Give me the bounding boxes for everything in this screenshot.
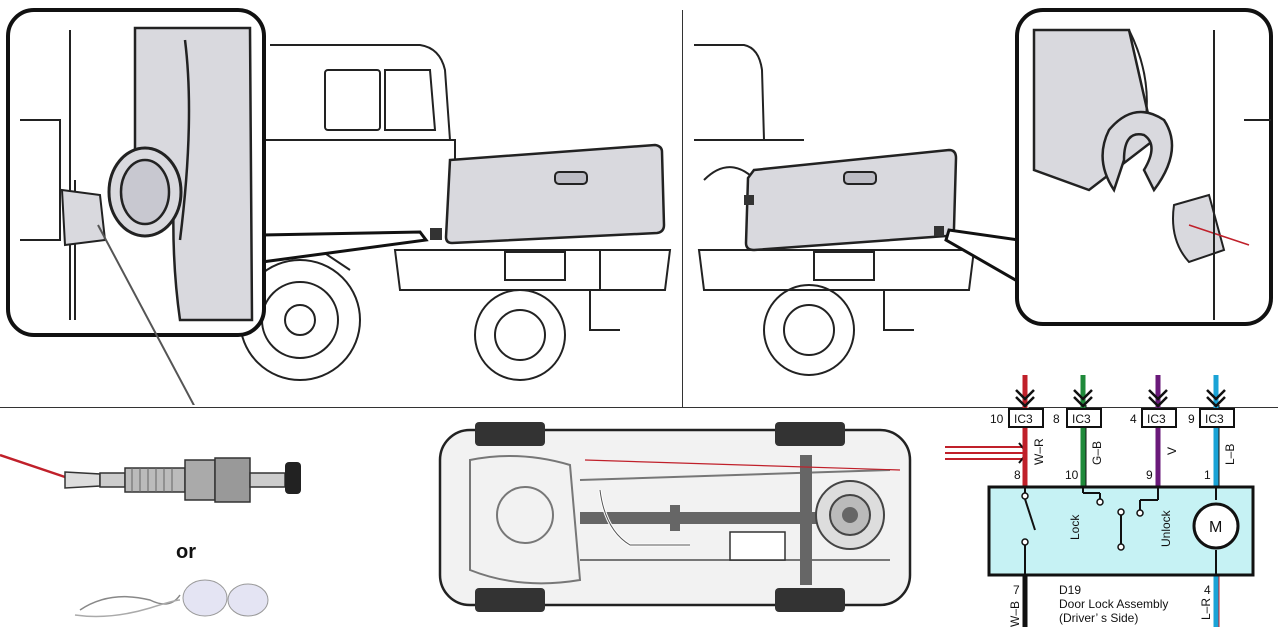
bottom-left-wire: W–B xyxy=(1008,601,1022,627)
connector-1-code: IC3 xyxy=(1014,412,1033,426)
connector-3-bottom-pin: 9 xyxy=(1146,468,1153,482)
connector-4-bottom-pin: 1 xyxy=(1204,468,1211,482)
unlock-label: Unlock xyxy=(1159,509,1173,547)
connector-2-bottom-pin: 10 xyxy=(1065,468,1079,482)
wiring-schematic: IC3 IC3 IC3 IC3 10 8 4 9 8 10 9 1 W–R G–… xyxy=(945,375,1255,627)
tailgate-open-illustration xyxy=(694,8,1273,376)
bottom-right-wire: L–R xyxy=(1199,598,1213,620)
connector-3-code: IC3 xyxy=(1147,412,1166,426)
wire-1-label: W–R xyxy=(1032,438,1046,465)
pin-switch-illustration xyxy=(0,453,301,503)
component-name: Door Lock Assembly xyxy=(1059,597,1168,611)
or-label: or xyxy=(176,541,196,563)
bottom-left-pin: 7 xyxy=(1013,583,1020,597)
wire-2-label: G–B xyxy=(1090,441,1104,465)
lock-label: Lock xyxy=(1068,514,1082,540)
bottom-right-pin: 4 xyxy=(1204,583,1211,597)
connector-4-code: IC3 xyxy=(1205,412,1224,426)
connector-3-pin: 4 xyxy=(1130,412,1137,426)
connector-1-pin: 10 xyxy=(990,412,1004,426)
divider-vertical xyxy=(682,10,683,407)
connector-2-code: IC3 xyxy=(1072,412,1091,426)
motor-label: M xyxy=(1209,519,1222,536)
connector-1-bottom-pin: 8 xyxy=(1014,468,1021,482)
component-side: (Driver’ s Side) xyxy=(1059,611,1138,625)
divider-horizontal xyxy=(0,407,1278,408)
wire-3-label: V xyxy=(1165,447,1179,455)
component-code: D19 xyxy=(1059,583,1081,597)
connector-2-pin: 8 xyxy=(1053,412,1060,426)
connector-4-pin: 9 xyxy=(1188,412,1195,426)
magnetic-switch-illustration xyxy=(74,579,269,618)
wire-4-label: L–B xyxy=(1223,444,1237,465)
vehicle-underside-illustration xyxy=(438,422,912,612)
tailgate-closed-illustration xyxy=(6,8,672,405)
